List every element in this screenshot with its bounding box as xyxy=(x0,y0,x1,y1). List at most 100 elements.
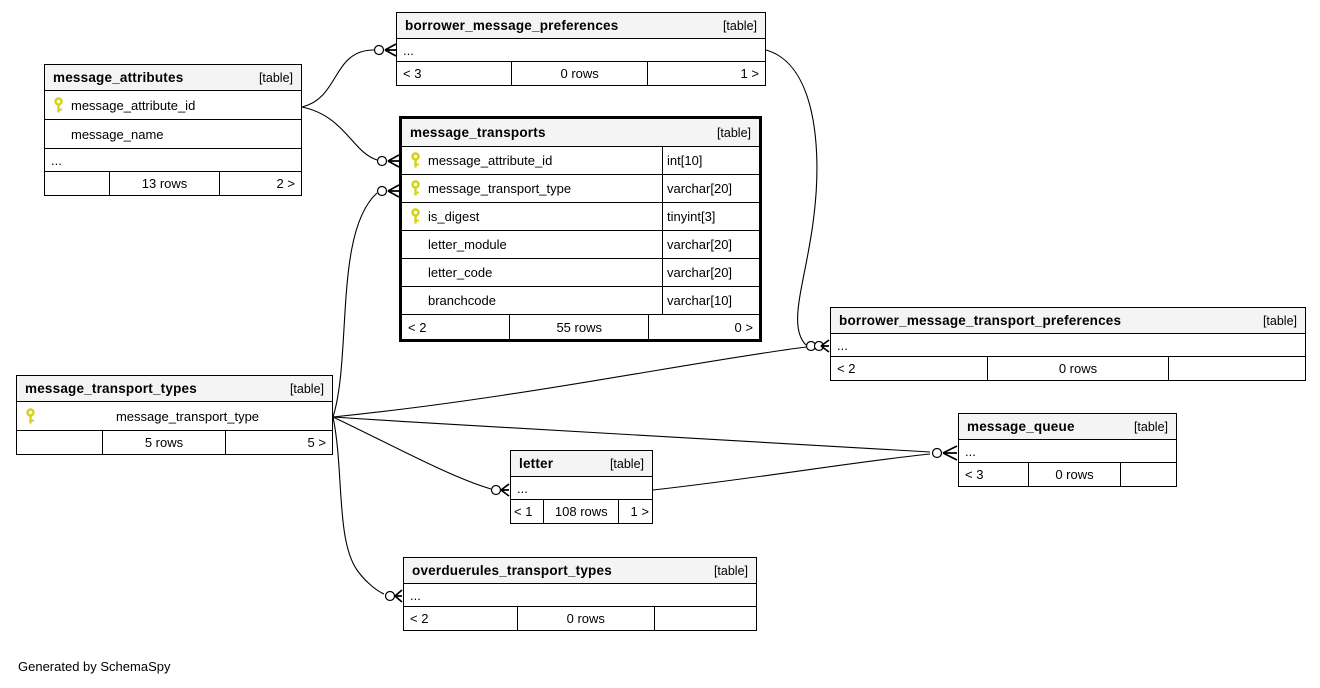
column-name: message_attribute_id xyxy=(428,153,553,168)
table-name[interactable]: borrower_message_preferences xyxy=(405,18,619,33)
table-name[interactable]: overduerules_transport_types xyxy=(412,563,612,578)
more-columns-ellipsis: ... xyxy=(397,39,765,62)
column-row[interactable]: message_attribute_id int[10] xyxy=(402,147,759,175)
table-type-tag: [table] xyxy=(713,563,748,578)
column-type: varchar[20] xyxy=(662,175,759,202)
table-name[interactable]: message_attributes xyxy=(53,70,184,85)
footer-children-count: < 2 xyxy=(837,361,856,376)
more-columns-ellipsis: ... xyxy=(404,584,756,607)
column-row[interactable]: is_digest tinyint[3] xyxy=(402,203,759,231)
table-borrower-message-transport-preferences[interactable]: borrower_message_transport_preferences [… xyxy=(830,307,1306,381)
column-type: tinyint[3] xyxy=(662,203,759,230)
table-type-tag: [table] xyxy=(1133,419,1168,434)
more-columns-ellipsis: ... xyxy=(45,149,301,172)
footer-row-count: 0 rows xyxy=(1028,463,1119,486)
footer-parents-count: 1 > xyxy=(618,500,652,523)
primary-key-icon xyxy=(402,152,428,169)
table-type-tag: [table] xyxy=(1262,313,1297,328)
footer-children-count xyxy=(17,431,102,454)
footer-parents-count xyxy=(653,607,756,630)
column-row[interactable]: letter_module varchar[20] xyxy=(402,231,759,259)
table-footer: < 1 108 rows 1 > xyxy=(511,500,652,523)
primary-key-icon xyxy=(402,208,428,225)
primary-key-icon xyxy=(45,96,71,114)
more-columns-ellipsis: ... xyxy=(831,334,1305,357)
table-type-tag: [table] xyxy=(609,456,644,471)
footer-parents-count xyxy=(1167,357,1305,380)
generated-by-text: Generated by SchemaSpy xyxy=(18,659,171,674)
footer-children-count: < 3 xyxy=(965,467,984,482)
table-name[interactable]: borrower_message_transport_preferences xyxy=(839,313,1122,328)
table-borrower-message-preferences[interactable]: borrower_message_preferences [table] ...… xyxy=(396,12,766,86)
column-row[interactable]: message_attribute_id xyxy=(45,91,301,120)
footer-parents-count: 2 > xyxy=(219,172,301,195)
table-footer: 5 rows 5 > xyxy=(17,431,332,454)
table-footer: < 3 0 rows 1 > xyxy=(397,62,765,85)
footer-parents-count xyxy=(1119,463,1176,486)
column-name: letter_code xyxy=(428,265,493,280)
footer-parents-count: 1 > xyxy=(647,62,765,85)
table-name[interactable]: message_transports xyxy=(410,125,546,140)
table-type-tag: [table] xyxy=(716,125,751,140)
column-name: letter_module xyxy=(428,237,507,252)
more-columns-ellipsis: ... xyxy=(959,440,1176,463)
table-header[interactable]: message_attributes [table] xyxy=(45,65,301,91)
footer-row-count: 0 rows xyxy=(516,607,654,630)
footer-row-count: 5 rows xyxy=(102,431,225,454)
footer-children-count xyxy=(45,172,109,195)
table-header[interactable]: message_queue [table] xyxy=(959,414,1176,440)
table-header[interactable]: borrower_message_preferences [table] xyxy=(397,13,765,39)
table-type-tag: [table] xyxy=(289,381,324,396)
column-name: is_digest xyxy=(428,209,480,224)
footer-row-count: 0 rows xyxy=(511,62,647,85)
table-overduerules-transport-types[interactable]: overduerules_transport_types [table] ...… xyxy=(403,557,757,631)
table-name[interactable]: letter xyxy=(519,456,554,471)
table-letter[interactable]: letter [table] ... < 1 108 rows 1 > xyxy=(510,450,653,524)
table-header[interactable]: message_transports [table] xyxy=(402,119,759,147)
column-type: varchar[20] xyxy=(662,259,759,286)
column-name: branchcode xyxy=(428,293,496,308)
more-columns-ellipsis: ... xyxy=(511,477,652,500)
column-type: varchar[10] xyxy=(662,287,759,314)
table-type-tag: [table] xyxy=(722,18,757,33)
footer-parents-count: 5 > xyxy=(224,431,332,454)
footer-row-count: 0 rows xyxy=(987,357,1167,380)
table-footer: < 2 55 rows 0 > xyxy=(402,315,759,339)
column-row[interactable]: message_transport_type xyxy=(17,402,332,431)
column-type: varchar[20] xyxy=(662,231,759,258)
column-row[interactable]: letter_code varchar[20] xyxy=(402,259,759,287)
table-type-tag: [table] xyxy=(258,70,293,85)
primary-key-icon xyxy=(17,407,43,425)
table-header[interactable]: overduerules_transport_types [table] xyxy=(404,558,756,584)
column-name: message_attribute_id xyxy=(71,97,196,113)
table-header[interactable]: letter [table] xyxy=(511,451,652,477)
table-footer: < 2 0 rows xyxy=(831,357,1305,380)
column-row[interactable]: message_transport_type varchar[20] xyxy=(402,175,759,203)
footer-children-count: < 2 xyxy=(410,611,429,626)
column-row[interactable]: message_name xyxy=(45,120,301,149)
column-type: int[10] xyxy=(662,147,759,174)
column-name: message_name xyxy=(71,126,164,142)
table-header[interactable]: borrower_message_transport_preferences [… xyxy=(831,308,1305,334)
footer-row-count: 13 rows xyxy=(109,172,219,195)
table-message-queue[interactable]: message_queue [table] ... < 3 0 rows xyxy=(958,413,1177,487)
footer-children-count: < 3 xyxy=(403,66,422,81)
table-name[interactable]: message_transport_types xyxy=(25,381,197,396)
footer-children-count: < 1 xyxy=(514,504,533,519)
table-name[interactable]: message_queue xyxy=(967,419,1075,434)
column-row[interactable]: branchcode varchar[10] xyxy=(402,287,759,315)
column-name: message_transport_type xyxy=(428,181,572,196)
table-message-transport-types[interactable]: message_transport_types [table] message_… xyxy=(16,375,333,455)
column-name: message_transport_type xyxy=(115,408,260,424)
primary-key-icon xyxy=(402,180,428,197)
table-footer: 13 rows 2 > xyxy=(45,172,301,195)
table-message-transports[interactable]: message_transports [table] message_attri… xyxy=(399,116,762,342)
table-footer: < 2 0 rows xyxy=(404,607,756,630)
table-footer: < 3 0 rows xyxy=(959,463,1176,486)
footer-row-count: 108 rows xyxy=(543,500,618,523)
footer-parents-count: 0 > xyxy=(648,315,759,339)
table-header[interactable]: message_transport_types [table] xyxy=(17,376,332,402)
footer-children-count: < 2 xyxy=(408,319,427,335)
footer-row-count: 55 rows xyxy=(509,315,648,339)
table-message-attributes[interactable]: message_attributes [table] message_attri… xyxy=(44,64,302,196)
